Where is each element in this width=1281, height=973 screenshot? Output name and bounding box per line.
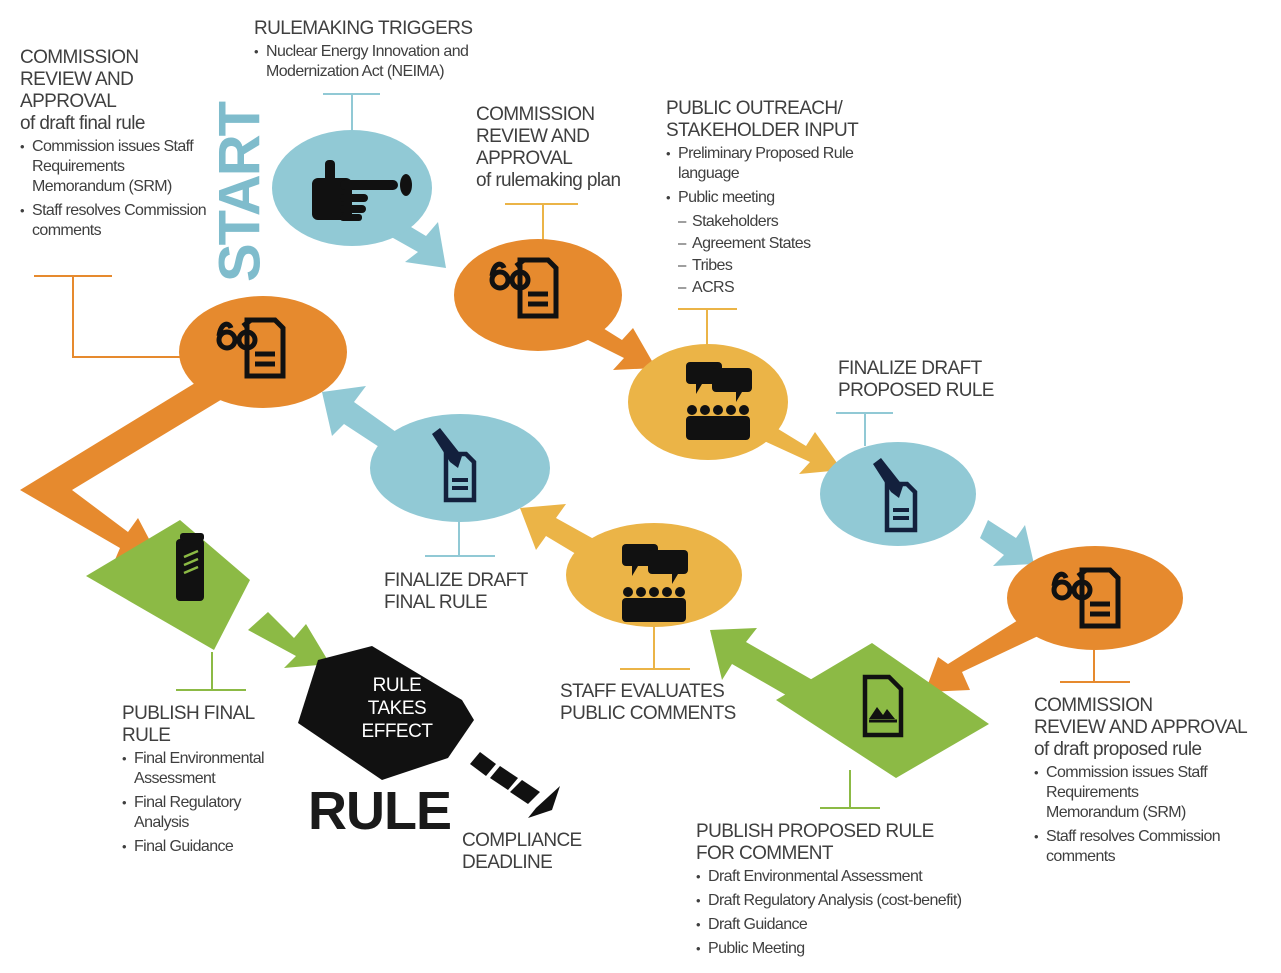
label-evaluate: STAFF EVALUATES PUBLIC COMMENTS <box>560 681 760 725</box>
bullet: Commission issues Staff Requirements Mem… <box>20 137 220 197</box>
effect-line: TAKES <box>367 698 427 719</box>
bubble-evaluate[interactable] <box>566 523 742 627</box>
glasses-document-icon <box>216 317 286 379</box>
effect-line: EFFECT <box>361 721 433 742</box>
connector-evaluate <box>620 620 690 670</box>
heading-line: DEADLINE <box>462 852 553 873</box>
heading-line: RULE <box>122 725 171 746</box>
glasses-document-icon <box>489 257 559 319</box>
bullet: Draft Environmental Assessment <box>696 867 1036 887</box>
stamp-stripe-1 <box>470 752 496 776</box>
diamond-publish-proposed[interactable] <box>776 643 989 778</box>
diamond-publish-final[interactable] <box>86 520 250 650</box>
sub-item: ACRS <box>666 278 876 298</box>
heading-line: PUBLIC OUTREACH/ <box>666 98 843 119</box>
pen-document-icon <box>873 458 918 533</box>
bullet: Commission issues Staff Requirements Mem… <box>1034 763 1216 823</box>
arrow-outreach-to-finalize <box>762 424 842 474</box>
bullet: Final Guidance <box>122 837 322 857</box>
heading-line: COMMISSION <box>1034 695 1153 716</box>
arrow-finalize-to-review <box>980 520 1034 566</box>
bubble-finalize-final[interactable] <box>370 414 550 522</box>
heading-line: COMPLIANCE <box>462 830 582 851</box>
connector-final-review <box>34 275 200 358</box>
label-triggers: RULEMAKING TRIGGERS Nuclear Energy Innov… <box>254 18 544 86</box>
subheading: of draft final rule <box>20 113 145 134</box>
heading-line: PUBLISH FINAL <box>122 703 255 724</box>
heading: RULEMAKING TRIGGERS <box>254 18 473 39</box>
bullet: Public Meeting <box>696 939 1036 959</box>
public-meeting-icon <box>686 362 752 440</box>
bubble-proposed-review[interactable] <box>1007 546 1183 650</box>
heading-line: FOR COMMENT <box>696 843 834 864</box>
stamp-rule-effect[interactable] <box>298 646 474 780</box>
public-meeting-icon <box>622 544 688 622</box>
connector-outreach <box>678 308 737 350</box>
pen-document-icon <box>432 428 477 503</box>
heading-line: REVIEW AND APPROVAL <box>1034 717 1248 738</box>
heading-line: COMMISSION <box>20 47 139 68</box>
label-proposed-review: COMMISSION REVIEW AND APPROVAL of draft … <box>1034 695 1274 871</box>
label-final-review: COMMISSION REVIEW AND APPROVAL of draft … <box>20 47 220 245</box>
heading-line: PUBLISH PROPOSED RULE <box>696 821 934 842</box>
bullet: Draft Guidance <box>696 915 1036 935</box>
connector-lines <box>34 93 1130 809</box>
label-plan-review: COMMISSION REVIEW AND APPROVAL of rulema… <box>476 104 676 192</box>
subheading: of draft proposed rule <box>1034 739 1202 760</box>
connector-finalize-proposed <box>836 412 893 446</box>
heading-line: APPROVAL <box>476 148 573 169</box>
label-publish-final: PUBLISH FINAL RULE Final Environmental A… <box>122 703 322 861</box>
label-finalize-proposed: FINALIZE DRAFT PROPOSED RULE <box>838 358 1038 402</box>
stamp-tip <box>528 786 560 818</box>
subheading: of rulemaking plan <box>476 170 621 191</box>
label-outreach: PUBLIC OUTREACH/ STAKEHOLDER INPUT Preli… <box>666 98 876 300</box>
heading-line: FINAL RULE <box>384 592 488 613</box>
bullet: Staff resolves Commission comments <box>1034 827 1274 867</box>
arrow-publish-to-rule <box>248 612 330 668</box>
heading-line: PROPOSED RULE <box>838 380 994 401</box>
bullet: Public meeting <box>666 188 876 208</box>
heading-line: COMMISSION <box>476 104 595 125</box>
heading-line: STAKEHOLDER INPUT <box>666 120 859 141</box>
heading-line: FINALIZE DRAFT <box>384 570 528 591</box>
heading-line: STAFF EVALUATES <box>560 681 725 702</box>
bullet: Draft Regulatory Analysis (cost-benefit) <box>696 891 1036 911</box>
glasses-document-icon <box>1051 567 1121 629</box>
image-document-icon <box>862 674 904 738</box>
connector-plan-review <box>505 203 578 243</box>
arrow-final-review-to-publish <box>20 380 224 562</box>
rule-takes-effect-label: RULE TAKES EFFECT <box>352 674 442 743</box>
bullet: Preliminary Proposed Rule language <box>666 144 876 184</box>
rule-big-label: RULE <box>308 781 452 841</box>
label-compliance: COMPLIANCE DEADLINE <box>462 830 622 874</box>
sub-item: Agreement States <box>666 234 876 254</box>
connector-finalize-final <box>425 516 495 557</box>
book-icon <box>176 533 204 601</box>
sub-item: Tribes <box>666 256 876 276</box>
bullet: Nuclear Energy Innovation and Modernizat… <box>254 42 544 82</box>
label-finalize-final: FINALIZE DRAFT FINAL RULE <box>384 570 584 614</box>
stamp-stripe-2 <box>490 766 518 790</box>
label-publish-proposed: PUBLISH PROPOSED RULE FOR COMMENT Draft … <box>696 821 1036 963</box>
heading-line: PUBLIC COMMENTS <box>560 703 736 724</box>
bullet: Staff resolves Commission comments <box>20 201 220 241</box>
connector-publish-final <box>176 652 246 691</box>
heading-line: REVIEW AND <box>20 69 134 90</box>
heading-line: APPROVAL <box>20 91 117 112</box>
sub-item: Stakeholders <box>666 212 876 232</box>
effect-line: RULE <box>372 675 422 696</box>
pointing-hand-icon <box>312 160 412 221</box>
connector-publish-proposed <box>820 770 880 809</box>
bullet: Final Regulatory Analysis <box>122 793 284 833</box>
bullet: Final Environmental Assessment <box>122 749 304 789</box>
heading-line: FINALIZE DRAFT <box>838 358 982 379</box>
heading-line: REVIEW AND <box>476 126 590 147</box>
stamp-stripe-3 <box>510 780 540 804</box>
bubble-outreach[interactable] <box>628 344 788 460</box>
